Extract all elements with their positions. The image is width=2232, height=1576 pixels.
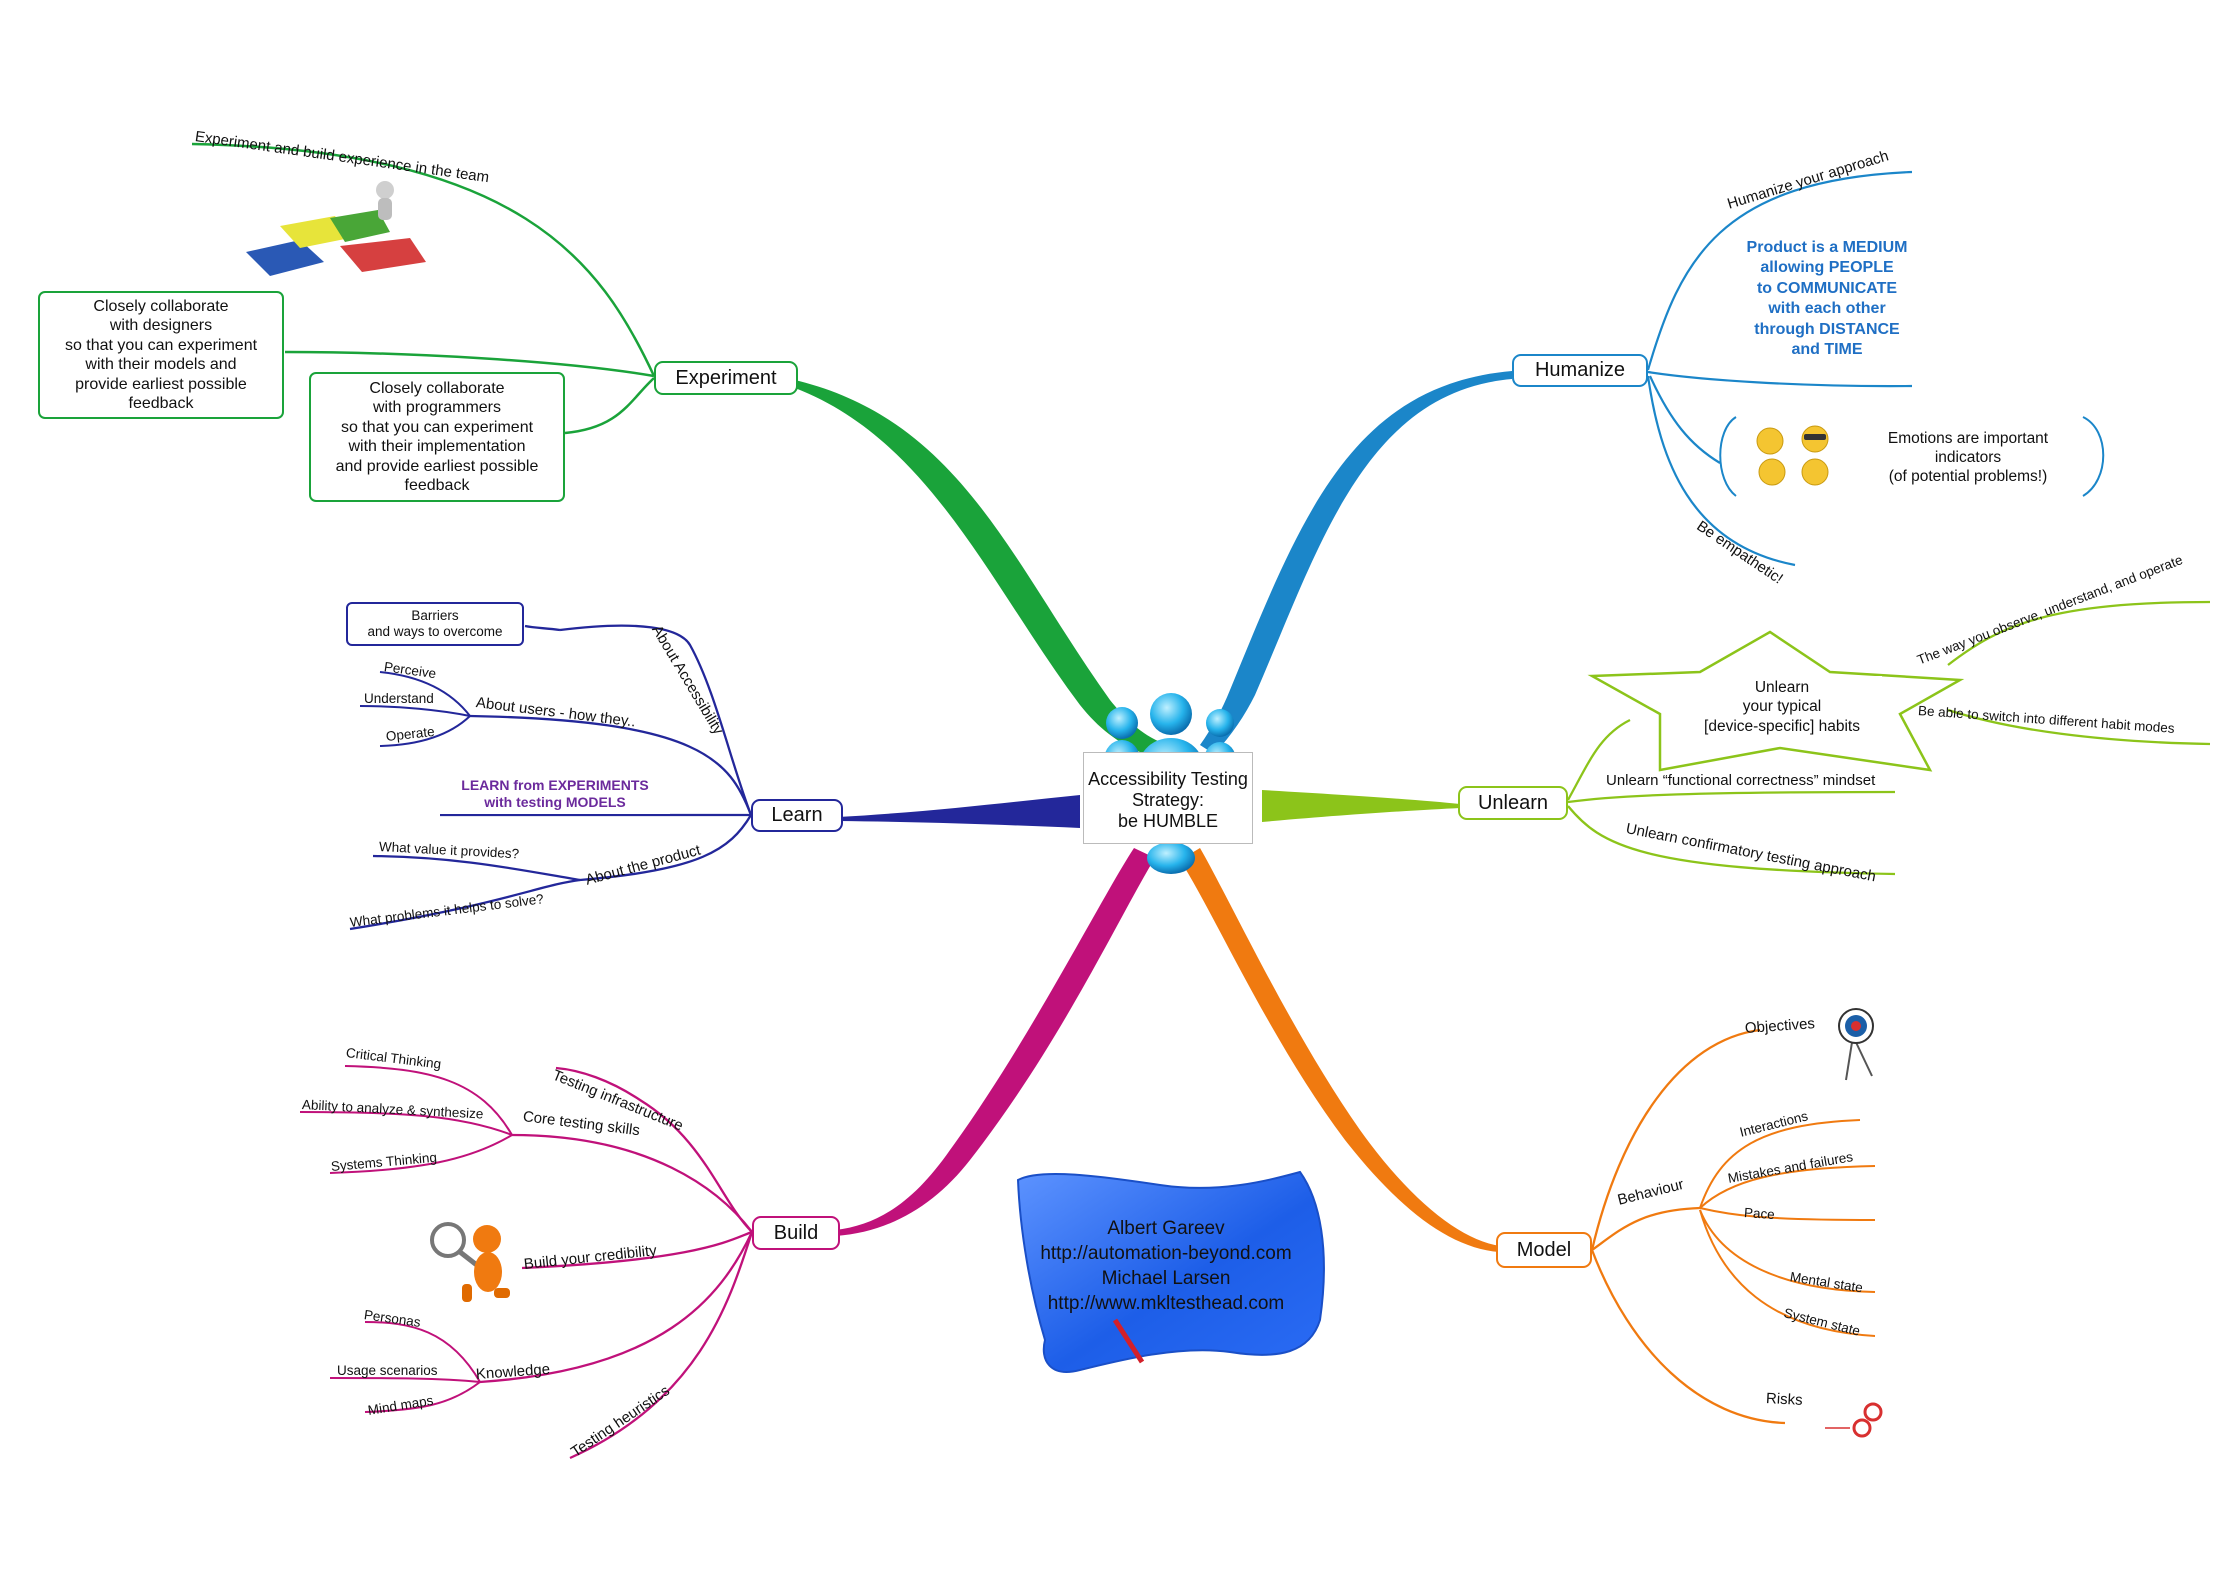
experiment-collab-designers[interactable]: Closely collaborate with designers so th… xyxy=(38,291,284,419)
target-icon xyxy=(1825,1008,1883,1438)
learn-understand[interactable]: Understand xyxy=(364,691,434,706)
learn-barriers[interactable]: Barriers and ways to overcome xyxy=(346,602,524,646)
scroll-icon xyxy=(1016,1170,1325,1373)
learn-sub-branches xyxy=(349,624,753,931)
build-main-branch xyxy=(835,848,1155,1236)
credits: Albert Gareev http://automation-beyond.c… xyxy=(1016,1216,1316,1316)
model-sub-branches xyxy=(1590,1028,1786,1425)
humanize-emotions[interactable]: Emotions are important indicators (of po… xyxy=(1868,426,2068,488)
credits-name-1: Albert Gareev xyxy=(1107,1218,1225,1239)
central-topic-line3: be HUMBLE xyxy=(1117,811,1219,831)
model-behaviour-leaves xyxy=(1699,1119,1876,1337)
model-pace[interactable]: Pace xyxy=(1743,1205,1776,1223)
model-risks[interactable]: Risks xyxy=(1765,1390,1804,1409)
emotions-bracket xyxy=(1719,416,2105,497)
experiment-sub-branches xyxy=(191,142,656,435)
credits-url-1[interactable]: http://automation-beyond.com xyxy=(1040,1243,1292,1264)
build-sub-branches xyxy=(479,1066,754,1460)
smiley-icon xyxy=(1756,425,1829,486)
humanize-medium[interactable]: Product is a MEDIUM allowing PEOPLE to C… xyxy=(1722,237,1932,361)
build-skills-leaves xyxy=(299,1065,513,1413)
credits-url-2[interactable]: http://www.mkltesthead.com xyxy=(1047,1293,1285,1314)
central-topic-line1: Accessibility Testing xyxy=(1088,769,1248,789)
model-node[interactable]: Model xyxy=(1496,1232,1592,1268)
central-topic-line2: Strategy: xyxy=(1131,790,1205,810)
credits-name-2: Michael Larsen xyxy=(1101,1268,1231,1289)
humanize-sub-branches xyxy=(1646,170,1913,567)
unlearn-habits[interactable]: Unlearn your typical [device-specific] h… xyxy=(1682,676,1882,738)
central-topic[interactable]: Accessibility Testing Strategy: be HUMBL… xyxy=(1083,752,1253,844)
unlearn-node[interactable]: Unlearn xyxy=(1458,786,1568,820)
learn-from-experiments[interactable]: LEARN from EXPERIMENTS with testing MODE… xyxy=(440,774,670,814)
model-main-branch xyxy=(1180,848,1500,1252)
learn-users-leaves xyxy=(359,671,471,747)
magnifier-figure-icon xyxy=(430,1222,510,1302)
puzzle-icon xyxy=(246,181,426,276)
humanize-node[interactable]: Humanize xyxy=(1512,354,1648,387)
unlearn-sub-branches xyxy=(1566,600,2211,876)
unlearn-main-branch xyxy=(1262,790,1460,822)
humanize-main-branch xyxy=(1200,371,1512,754)
learn-node[interactable]: Learn xyxy=(751,799,843,832)
learn-main-branch xyxy=(838,795,1080,828)
build-node[interactable]: Build xyxy=(752,1216,840,1250)
build-usage-scenarios[interactable]: Usage scenarios xyxy=(337,1363,438,1378)
experiment-node[interactable]: Experiment xyxy=(654,361,798,395)
unlearn-functional[interactable]: Unlearn “functional correctness” mindset xyxy=(1606,772,1876,789)
experiment-collab-programmers[interactable]: Closely collaborate with programmers so … xyxy=(309,372,565,502)
experiment-main-branch xyxy=(795,380,1160,756)
